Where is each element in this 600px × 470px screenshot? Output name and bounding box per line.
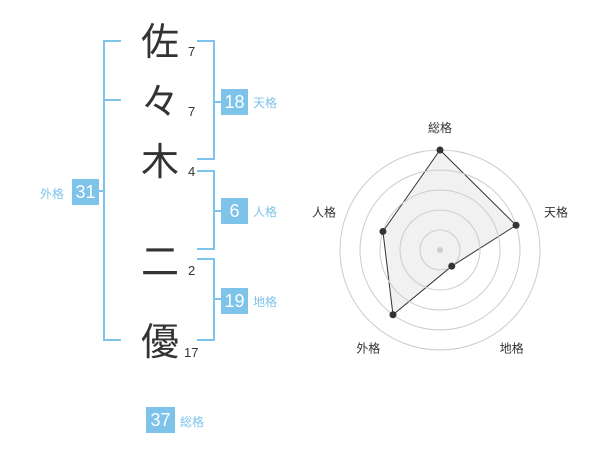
name-char-4: 二 bbox=[140, 240, 179, 284]
stroke-count-5: 17 bbox=[184, 345, 199, 360]
gaikaku-label: 外格 bbox=[40, 187, 65, 201]
radar-axis-label-4: 外格 bbox=[356, 341, 380, 356]
radar-point-4 bbox=[389, 311, 397, 319]
chikaku-value: 19 bbox=[221, 288, 248, 314]
radar-axis-label-5: 人格 bbox=[312, 204, 336, 219]
name-char-3: 木 bbox=[140, 140, 179, 184]
jinkaku-value: 6 bbox=[221, 198, 248, 224]
stroke-count-1: 7 bbox=[188, 44, 196, 59]
stroke-count-2: 7 bbox=[188, 104, 196, 119]
gaikaku-bracket-tick bbox=[93, 190, 105, 192]
soukaku-value: 37 bbox=[146, 407, 175, 433]
chikaku-label: 地格 bbox=[253, 295, 278, 309]
radar-ring-overlay-4 bbox=[359, 169, 521, 331]
soukaku-label: 総格 bbox=[180, 415, 205, 429]
radar-ring-overlay-3 bbox=[379, 189, 501, 311]
stroke-count-3: 4 bbox=[188, 164, 196, 179]
stroke-count-4: 2 bbox=[188, 263, 196, 278]
radar-ring-overlay-2 bbox=[399, 209, 481, 291]
name-char-5: 優 bbox=[140, 320, 179, 364]
gaikaku-inner-tick bbox=[103, 99, 121, 101]
tenkaku-bracket bbox=[197, 40, 215, 160]
name-char-2: 々 bbox=[140, 80, 179, 124]
radar-point-3 bbox=[448, 262, 456, 270]
radar-axis-label-1: 総格 bbox=[428, 120, 452, 135]
radar-point-5 bbox=[379, 227, 387, 235]
tenkaku-label: 天格 bbox=[253, 96, 278, 110]
radar-ring-overlay-1 bbox=[419, 229, 461, 271]
jinkaku-label: 人格 bbox=[253, 205, 278, 219]
tenkaku-bracket-tick bbox=[213, 101, 221, 103]
radar-point-2 bbox=[512, 221, 520, 229]
radar-point-1 bbox=[436, 146, 444, 154]
radar-center-dot bbox=[437, 247, 443, 253]
chikaku-bracket-tick bbox=[213, 298, 221, 300]
radar-axis-label-2: 天格 bbox=[544, 204, 568, 219]
radar-axis-label-3: 地格 bbox=[500, 341, 524, 356]
jinkaku-bracket-tick bbox=[213, 210, 221, 212]
gaikaku-value: 31 bbox=[72, 179, 99, 205]
tenkaku-value: 18 bbox=[221, 89, 248, 115]
name-char-1: 佐 bbox=[140, 20, 179, 64]
